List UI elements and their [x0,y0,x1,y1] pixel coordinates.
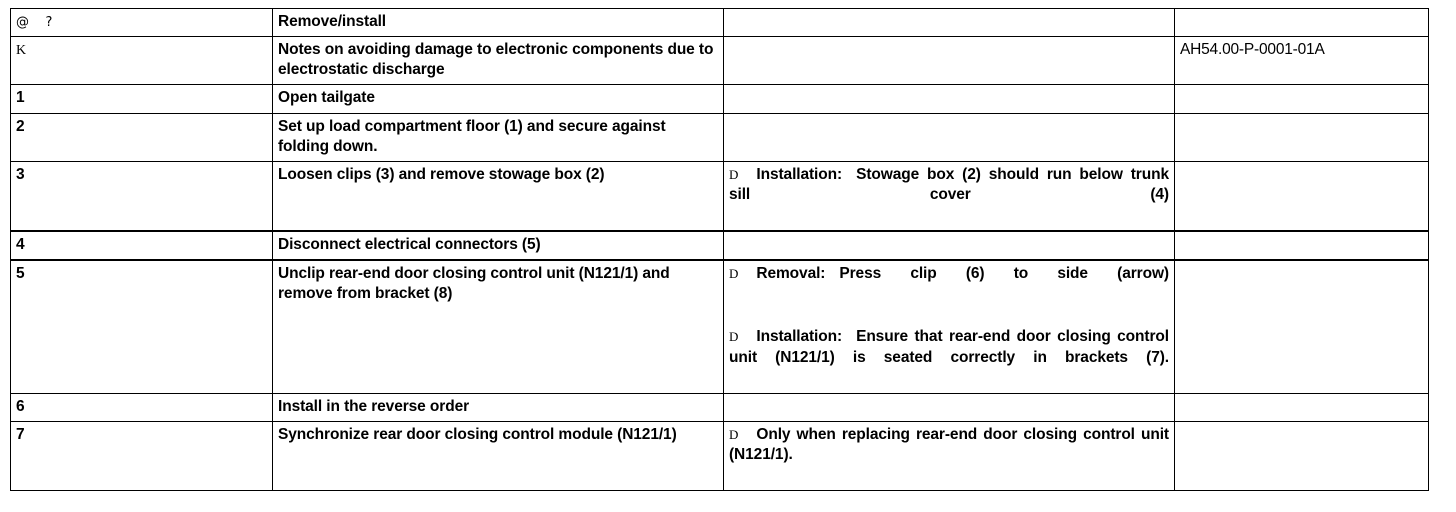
step-cell: @ ? [10,7,273,38]
operation-text: Loosen clips (3) and remove stowage box … [278,165,605,183]
note-label: Removal: [756,265,826,283]
step-cell: 3 [10,160,273,232]
note-label: Installation: [756,328,843,346]
step-cell: 2 [10,112,273,162]
document-reference: AH54.00-P-0001-01A [1180,41,1325,59]
note-block: D Installation:Ensure that rear-end door … [729,327,1169,388]
note-text: Press clip (6) to side (arrow) [839,265,1169,283]
step-cell: 7 [10,420,273,492]
reference-cell [1174,84,1429,114]
note-cell [723,36,1175,86]
note-cell [723,7,1175,38]
reference-cell [1174,392,1429,422]
operation-cell: Open tailgate [272,84,724,114]
note-cell [723,84,1175,114]
reference-cell [1174,420,1429,492]
table-row: 2 Set up load compartment floor (1) and s… [10,112,1429,162]
note-bullet-icon: D [729,426,739,442]
operation-text: Install in the reverse order [278,397,470,415]
operation-cell: Install in the reverse order [272,392,724,422]
operation-cell: Remove/install [272,7,724,38]
operation-cell: Disconnect electrical connectors (5) [272,230,724,262]
esd-warning-symbol-icon: K [16,43,27,59]
table-row: 5 Unclip rear-end door closing control un… [10,259,1429,394]
table-row: K Notes on avoiding damage to electronic … [10,36,1429,86]
table-row: 3 Loosen clips (3) and remove stowage box… [10,160,1429,232]
step-number: 6 [16,397,25,415]
table-row: @ ? Remove/install [10,7,1429,38]
note-block: D Removal: Press clip (6) to side (arrow) [729,264,1169,305]
operation-text: Open tailgate [278,89,375,107]
step-cell: 5 [10,259,273,394]
table-row: 6 Install in the reverse order [10,392,1429,422]
step-number: 3 [16,165,25,183]
note-cell [723,112,1175,162]
operation-text: Notes on avoiding damage to electronic c… [278,41,714,79]
reference-cell [1174,259,1429,394]
note-bullet-icon: D [729,266,739,282]
step-cell: 1 [10,84,273,114]
note-text: Stowage box (2) should run below trunk s… [729,165,1169,204]
operation-cell: Set up load compartment floor (1) and se… [272,112,724,162]
step-number: 5 [16,265,25,283]
reference-cell: AH54.00-P-0001-01A [1174,36,1429,86]
note-bullet-icon: D [729,329,739,345]
step-cell: K [10,36,273,86]
table-row: 7 Synchronize rear door closing control m… [10,420,1429,492]
operation-text: Synchronize rear door closing control mo… [278,425,677,443]
table-row: 1 Open tailgate [10,84,1429,114]
reference-cell [1174,112,1429,162]
operation-text: Set up load compartment floor (1) and se… [278,117,666,155]
step-number: 4 [16,236,25,254]
note-text: Ensure that rear-end door closing contro… [729,328,1169,366]
step-number: 7 [16,425,25,443]
step-number: 1 [16,89,25,107]
operation-cell: Synchronize rear door closing control mo… [272,420,724,492]
operation-text: Disconnect electrical connectors (5) [278,236,541,254]
operation-text: Unclip rear-end door closing control uni… [278,265,670,303]
reference-cell [1174,230,1429,262]
note-cell [723,230,1175,262]
reference-cell [1174,7,1429,38]
operation-text: Remove/install [278,13,387,30]
note-cell: D Installation:Stowage box (2) should run… [723,160,1175,232]
step-cell: 6 [10,392,273,422]
reference-cell [1174,160,1429,232]
table-row: 4 Disconnect electrical connectors (5) [10,230,1429,262]
operation-cell: Loosen clips (3) and remove stowage box … [272,160,724,232]
note-bullet-icon: D [729,166,739,182]
operation-cell: Notes on avoiding damage to electronic c… [272,36,724,86]
operation-cell: Unclip rear-end door closing control uni… [272,259,724,394]
step-cell: 4 [10,230,273,262]
step-number: 2 [16,117,25,135]
note-text: Only when replacing rear-end door closin… [729,425,1169,464]
note-label: Installation: [756,165,843,183]
remove-install-symbol-icon: @ ? [16,15,53,30]
note-cell [723,392,1175,422]
note-block: D Installation:Stowage box (2) should run… [729,165,1169,226]
